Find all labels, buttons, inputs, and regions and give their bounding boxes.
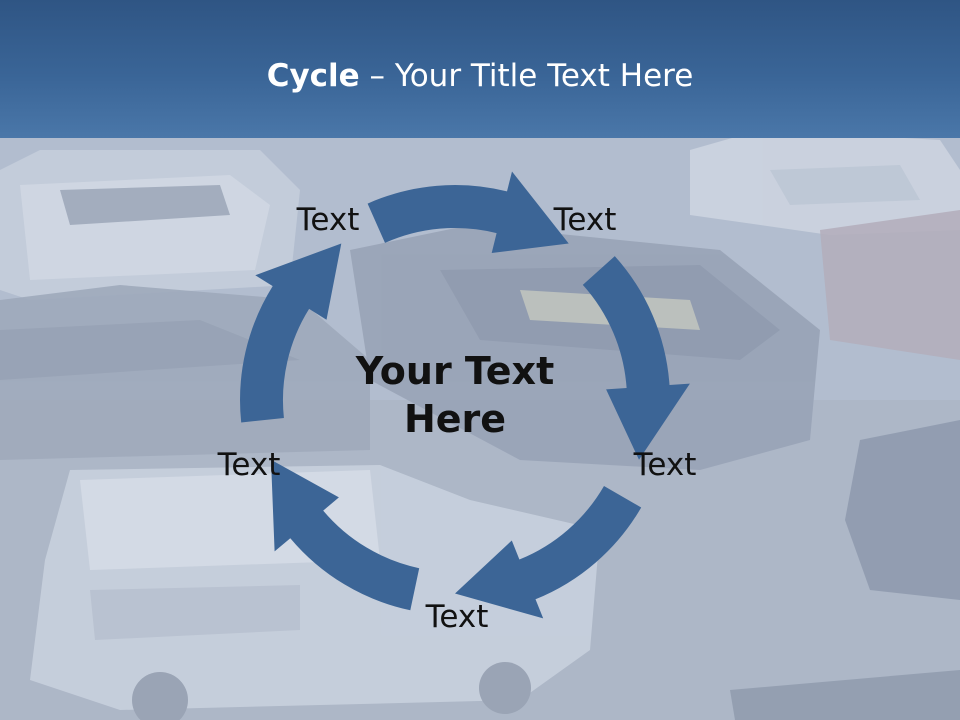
cycle-arrow-2 bbox=[582, 256, 690, 460]
center-text: Your Text Here bbox=[356, 347, 554, 443]
title-rest: – Your Title Text Here bbox=[359, 58, 694, 94]
title-bar bbox=[0, 0, 960, 138]
node-label-4: Text bbox=[425, 599, 489, 635]
node-label-2: Text bbox=[553, 202, 617, 238]
cycle-arrow-1 bbox=[367, 171, 569, 253]
cycle-arrow-4 bbox=[271, 459, 420, 611]
cycle-arrows bbox=[240, 171, 690, 619]
cycle-arrow-3 bbox=[455, 486, 642, 619]
cycle-arrow-5 bbox=[240, 243, 342, 423]
center-text-line2: Here bbox=[403, 397, 507, 441]
node-label-5: Text bbox=[217, 447, 281, 483]
node-label-3: Text bbox=[633, 447, 697, 483]
node-label-1: Text bbox=[296, 202, 360, 238]
slide-title: Cycle – Your Title Text Here bbox=[0, 52, 960, 100]
title-bold: Cycle bbox=[266, 58, 360, 94]
center-text-line1: Your Text bbox=[355, 349, 555, 393]
